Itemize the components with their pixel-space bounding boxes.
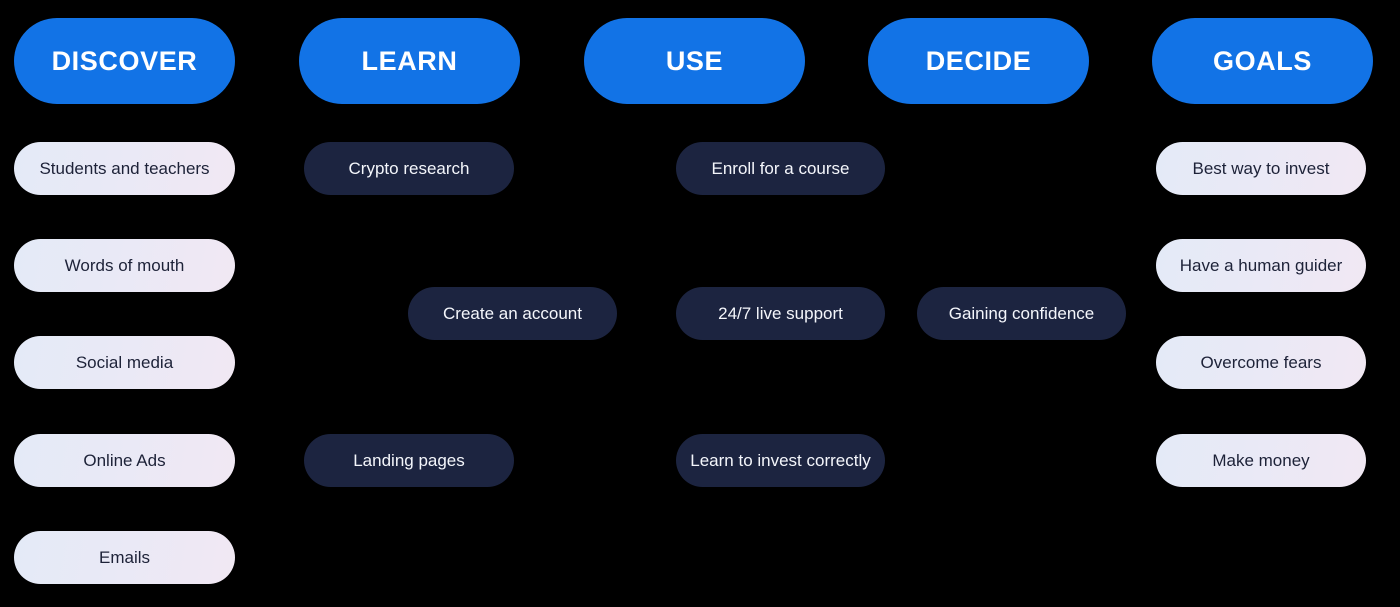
journey-item-discover-4[interactable]: Online Ads	[14, 434, 235, 487]
journey-item-learn-2[interactable]: Create an account	[408, 287, 617, 340]
journey-item-use-1[interactable]: Enroll for a course	[676, 142, 885, 195]
stage-header-use[interactable]: USE	[584, 18, 805, 104]
journey-item-use-3[interactable]: Learn to invest correctly	[676, 434, 885, 487]
journey-item-discover-3[interactable]: Social media	[14, 336, 235, 389]
journey-item-use-2[interactable]: 24/7 live support	[676, 287, 885, 340]
stage-header-decide[interactable]: DECIDE	[868, 18, 1089, 104]
stage-header-goals[interactable]: GOALS	[1152, 18, 1373, 104]
journey-item-discover-2[interactable]: Words of mouth	[14, 239, 235, 292]
journey-item-goals-3[interactable]: Overcome fears	[1156, 336, 1366, 389]
journey-item-goals-4[interactable]: Make money	[1156, 434, 1366, 487]
journey-item-discover-1[interactable]: Students and teachers	[14, 142, 235, 195]
journey-item-learn-1[interactable]: Crypto research	[304, 142, 514, 195]
journey-item-discover-5[interactable]: Emails	[14, 531, 235, 584]
journey-item-decide-1[interactable]: Gaining confidence	[917, 287, 1126, 340]
stage-header-discover[interactable]: DISCOVER	[14, 18, 235, 104]
journey-item-learn-3[interactable]: Landing pages	[304, 434, 514, 487]
journey-item-goals-2[interactable]: Have a human guider	[1156, 239, 1366, 292]
stage-header-learn[interactable]: LEARN	[299, 18, 520, 104]
journey-item-goals-1[interactable]: Best way to invest	[1156, 142, 1366, 195]
